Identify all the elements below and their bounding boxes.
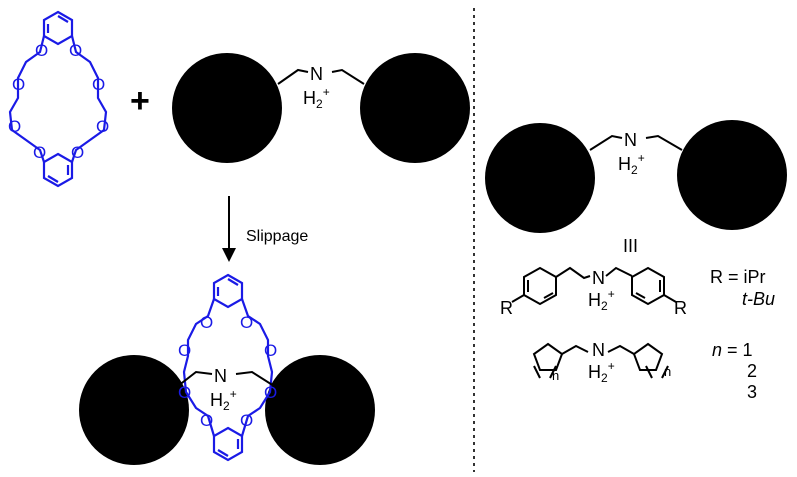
equivalence-label: III: [623, 236, 638, 256]
n-value-3: 3: [747, 382, 757, 402]
oxygen-label: O: [12, 75, 25, 94]
oxygen-label: O: [69, 41, 82, 60]
nitrogen-label: N: [624, 130, 637, 150]
stopper-left: [485, 123, 595, 233]
ammonium-h2-label: H2+: [588, 359, 615, 385]
oxygen-label: O: [35, 41, 48, 60]
oxygen-label: O: [96, 117, 109, 136]
r-second-value: t-Bu: [742, 289, 775, 309]
stopper-right: [265, 355, 375, 465]
n-definition-label: n = 1: [712, 340, 753, 360]
cycloalkyl-ammonium-structure: n N H2+ n: [532, 340, 671, 385]
oxygen-label: O: [200, 313, 213, 332]
oxygen-label: O: [264, 341, 277, 360]
nitrogen-label: N: [592, 268, 605, 288]
r-group-label: R: [674, 298, 687, 318]
crown-top-benzene-icon: [42, 10, 74, 46]
r-definition-label: R = iPr: [710, 267, 766, 287]
oxygen-label: O: [240, 313, 253, 332]
slippage-arrow: Slippage: [222, 196, 308, 262]
ammonium-h2-label: H2+: [618, 151, 645, 177]
nitrogen-label: N: [214, 366, 227, 386]
oxygen-label: O: [178, 341, 191, 360]
n-value-2: 2: [747, 361, 757, 381]
dumbbell-thread-top: N H2+: [172, 53, 470, 163]
crown-top-benzene-icon: [212, 273, 244, 309]
oxygen-label: O: [71, 143, 84, 162]
oxygen-label: O: [264, 383, 277, 402]
stopper-right: [360, 53, 470, 163]
oxygen-label: O: [240, 411, 253, 430]
plus-sign: +: [130, 82, 150, 120]
oxygen-label: O: [33, 143, 46, 162]
ammonium-h2-label: H2+: [210, 387, 237, 413]
stopper-left: [79, 355, 189, 465]
dibenzylammonium-structure: R N H2+ R: [500, 266, 687, 318]
nitrogen-label: N: [310, 64, 323, 84]
stopper-right: [677, 120, 787, 230]
nitrogen-label: N: [592, 340, 605, 360]
cycloalkane-ring-icon: [632, 342, 664, 371]
slippage-label: Slippage: [246, 228, 308, 245]
oxygen-label: O: [200, 411, 213, 430]
r-group-label: R: [500, 298, 513, 318]
oxygen-label: O: [8, 117, 21, 136]
crown-ether-free: O O O O O O O O: [8, 10, 109, 188]
cycloalkane-ring-icon: [532, 342, 564, 371]
ring-index-label: n: [552, 368, 559, 383]
ring-index-label: n: [664, 364, 671, 379]
benzene-ring-icon: [631, 266, 665, 306]
stopper-left: [172, 53, 282, 163]
ammonium-h2-label: H2+: [303, 85, 330, 111]
ammonium-h2-label: H2+: [588, 287, 615, 313]
oxygen-label: O: [178, 383, 191, 402]
rotaxane-product: O O O O O O O O N H2+: [79, 273, 375, 465]
dumbbell-thread-right: N H2+: [485, 120, 787, 233]
oxygen-label: O: [92, 75, 105, 94]
